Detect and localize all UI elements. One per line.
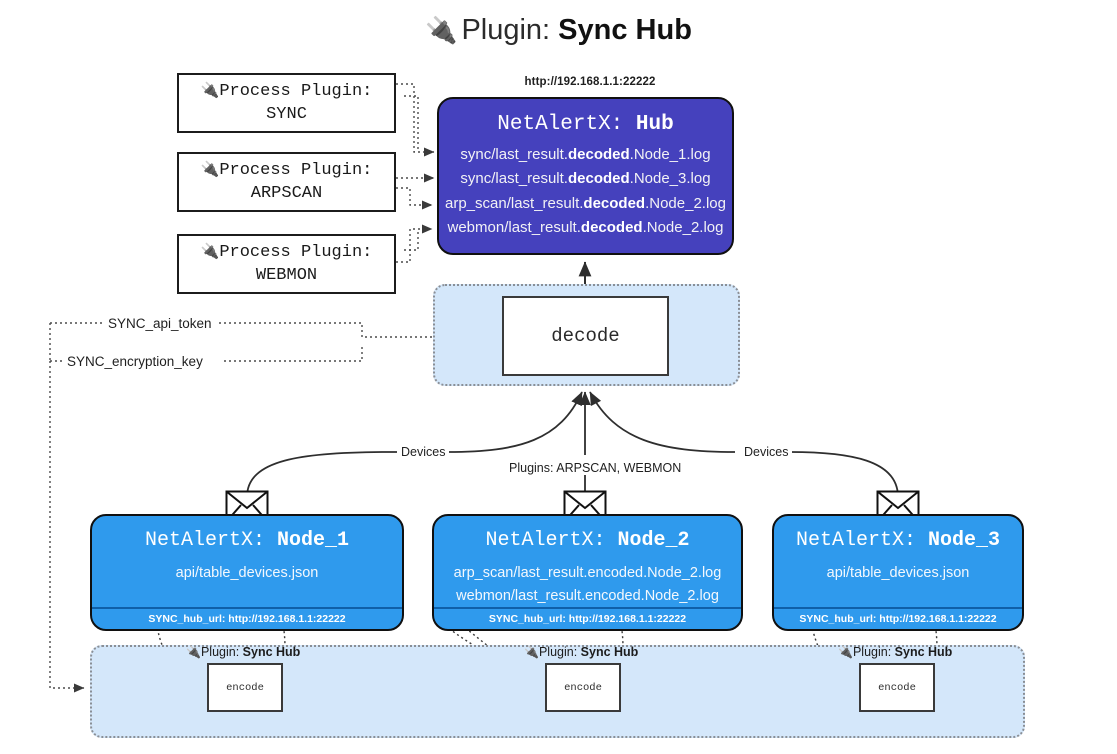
- edge-enckey-to-encoders: [49, 361, 85, 693]
- plug-icon: 🔌: [186, 645, 201, 659]
- edge-node1-to-decode: [447, 391, 583, 453]
- node-line: api/table_devices.json: [175, 565, 319, 581]
- node-title-prefix: NetAlertX:: [795, 529, 916, 552]
- process-plugin-webmon-line1: 🔌Process Plugin:: [179, 241, 394, 265]
- encoder-plugin-label-3: 🔌Plugin: Sync Hub: [838, 645, 952, 659]
- encoder-label-prefix: Plugin:: [200, 645, 240, 659]
- hub-log-list: sync/last_result.decoded.Node_1.log sync…: [439, 143, 732, 240]
- plug-icon: 🔌: [524, 645, 539, 659]
- edge-webmon-to-log4: [396, 224, 433, 263]
- edge-webmon-stub: [404, 232, 419, 251]
- node-title: NetAlertX: Node_2: [434, 529, 741, 552]
- process-plugin-webmon-box[interactable]: 🔌Process Plugin: WEBMON: [177, 234, 396, 294]
- plug-icon: 🔌: [200, 242, 220, 260]
- encoder-label-name: Sync Hub: [580, 645, 639, 659]
- plug-icon: 🔌: [200, 160, 220, 178]
- encoder-plugin-label-1: 🔌Plugin: Sync Hub: [186, 645, 300, 659]
- node-line: api/table_devices.json: [826, 565, 970, 581]
- process-plugin-arpscan-label: Process Plugin:: [219, 161, 373, 180]
- node-footer-hub-url: SYNC_hub_url: http://192.168.1.1:22222: [92, 607, 402, 629]
- edge-label-devices-left: Devices: [397, 445, 450, 459]
- node-title: NetAlertX: Node_1: [92, 529, 402, 552]
- hub-log-mid: decoded: [567, 146, 630, 163]
- page-title: 🔌Plugin: Sync Hub: [0, 14, 1117, 47]
- node-box-node-3[interactable]: NetAlertX: Node_3 api/table_devices.json…: [772, 514, 1024, 631]
- hub-log-pre: sync/last_result.: [460, 170, 568, 188]
- process-plugin-sync-line1: 🔌Process Plugin:: [179, 80, 394, 104]
- node-line-list: arp_scan/last_result.encoded.Node_2.log …: [434, 562, 741, 609]
- node-title-prefix: NetAlertX:: [144, 529, 265, 552]
- edge-sync-stub: [404, 95, 419, 150]
- hub-log-mid: decoded: [583, 194, 646, 212]
- node-title-name: Node_3: [928, 529, 1001, 552]
- encoder-label-prefix: Plugin:: [852, 645, 892, 659]
- process-plugin-arpscan-line1: 🔌Process Plugin:: [179, 159, 394, 183]
- plug-icon: 🔌: [200, 81, 220, 99]
- hub-log-post: .Node_2.log: [642, 218, 724, 236]
- encode-box-3[interactable]: encode: [859, 663, 935, 712]
- node-line-list: api/table_devices.json: [92, 562, 402, 585]
- hub-log-post: .Node_2.log: [645, 194, 726, 212]
- node-line: arp_scan/last_result.encoded.Node_2.log: [453, 565, 722, 581]
- edge-arpscan-to-log3: [396, 187, 433, 210]
- hub-log-mid: decoded: [580, 218, 643, 236]
- encoder-label-name: Sync Hub: [242, 645, 301, 659]
- process-plugin-arpscan-box[interactable]: 🔌Process Plugin: ARPSCAN: [177, 152, 396, 212]
- hub-title: NetAlertX: Hub: [439, 113, 732, 136]
- node-footer-hub-url: SYNC_hub_url: http://192.168.1.1:22222: [774, 607, 1022, 629]
- process-plugin-sync-name: SYNC: [266, 104, 307, 124]
- hub-log-post: .Node_1.log: [629, 146, 711, 163]
- edge-label-devices-right: Devices: [740, 445, 793, 459]
- encoder-label-name: Sync Hub: [894, 645, 953, 659]
- node-box-node-1[interactable]: NetAlertX: Node_1 api/table_devices.json…: [90, 514, 404, 631]
- sync-encryption-key-label: SYNC_encryption_key: [63, 354, 207, 369]
- hub-log-pre: sync/last_result.: [460, 146, 568, 163]
- hub-log-line: arp_scan/last_result.decoded.Node_2.log: [439, 192, 732, 216]
- node-footer-hub-url: SYNC_hub_url: http://192.168.1.1:22222: [434, 607, 741, 629]
- hub-title-name: Hub: [635, 113, 674, 136]
- hub-url-label: http://192.168.1.1:22222: [524, 76, 656, 88]
- edge-sync-to-log1: [396, 83, 435, 157]
- node-title: NetAlertX: Node_3: [774, 529, 1022, 552]
- process-plugin-arpscan-name: ARPSCAN: [250, 183, 323, 203]
- hub-log-pre: webmon/last_result.: [447, 218, 581, 236]
- sync-api-token-label: SYNC_api_token: [104, 316, 216, 331]
- process-plugin-sync-label: Process Plugin:: [219, 82, 373, 101]
- encode-box-2[interactable]: encode: [545, 663, 621, 712]
- node-title-name: Node_2: [617, 529, 690, 552]
- plug-icon: 🔌: [425, 15, 458, 45]
- edge-node3-to-decode: [589, 391, 736, 453]
- hub-log-line: sync/last_result.decoded.Node_1.log: [439, 143, 732, 167]
- node-title-name: Node_1: [277, 529, 350, 552]
- hub-log-line: sync/last_result.decoded.Node_3.log: [439, 167, 732, 191]
- hub-log-line: webmon/last_result.decoded.Node_2.log: [439, 216, 732, 240]
- hub-node-box[interactable]: NetAlertX: Hub sync/last_result.decoded.…: [437, 97, 734, 255]
- hub-log-post: .Node_3.log: [629, 170, 711, 188]
- node-line: webmon/last_result.encoded.Node_2.log: [456, 588, 719, 605]
- process-plugin-webmon-label: Process Plugin:: [219, 243, 373, 262]
- encoder-plugin-label-2: 🔌Plugin: Sync Hub: [524, 645, 638, 659]
- page-title-prefix: Plugin:: [461, 14, 551, 46]
- edge-label-plugins-center: Plugins: ARPSCAN, WEBMON: [505, 461, 686, 475]
- page-title-name: Sync Hub: [558, 14, 692, 46]
- hub-title-prefix: NetAlertX:: [497, 113, 624, 136]
- node-line-list: api/table_devices.json: [774, 562, 1022, 585]
- process-plugin-sync-box[interactable]: 🔌Process Plugin: SYNC: [177, 73, 396, 133]
- node-box-node-2[interactable]: NetAlertX: Node_2 arp_scan/last_result.e…: [432, 514, 743, 631]
- hub-log-pre: arp_scan/last_result.: [445, 194, 584, 212]
- edge-enckey-right: [224, 345, 363, 362]
- plug-icon: 🔌: [838, 645, 853, 659]
- encode-box-1[interactable]: encode: [207, 663, 283, 712]
- decode-box[interactable]: decode: [502, 296, 669, 376]
- encoder-label-prefix: Plugin:: [538, 645, 578, 659]
- node-title-prefix: NetAlertX:: [485, 529, 606, 552]
- process-plugin-webmon-name: WEBMON: [255, 265, 318, 285]
- hub-log-mid: decoded: [567, 170, 630, 188]
